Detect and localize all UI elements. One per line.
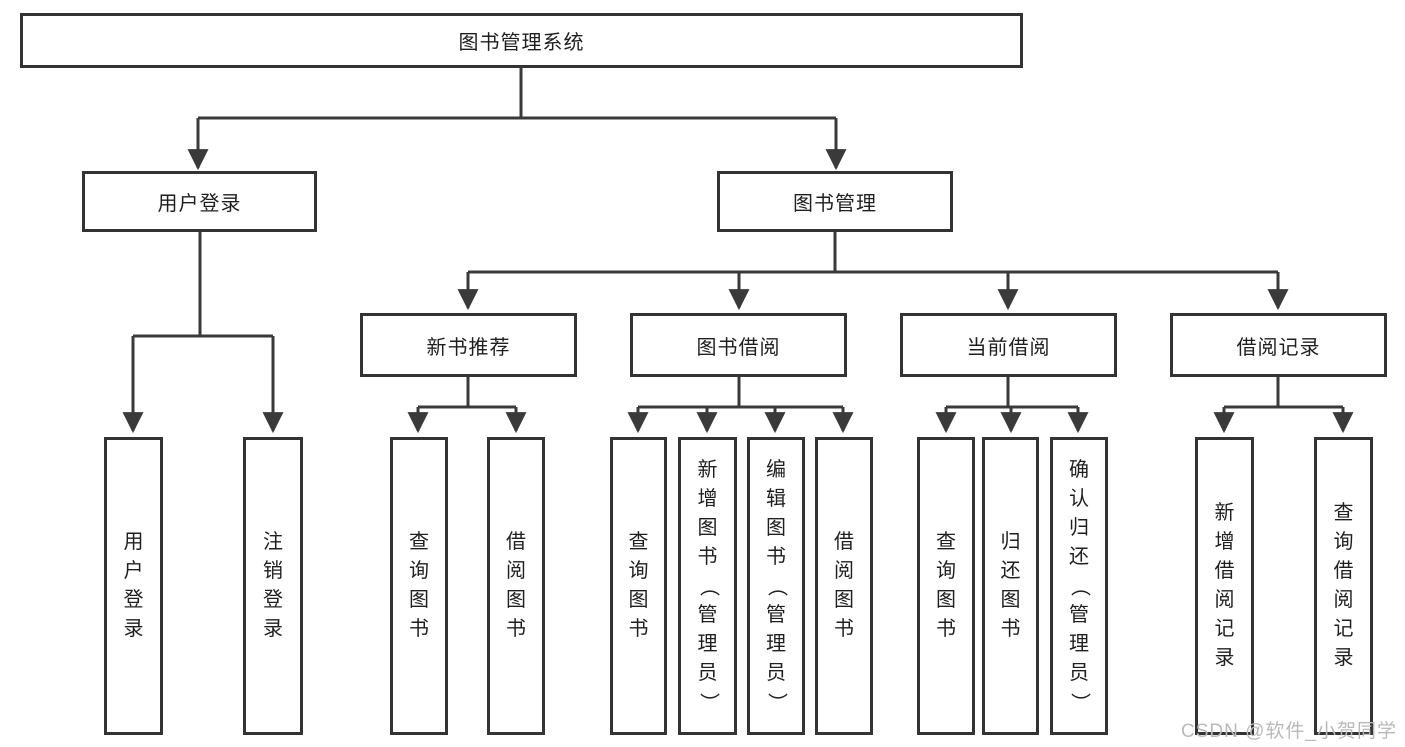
leaf-add-books-admin: 新增图书（管理员） <box>678 437 737 735</box>
node-label: 借阅图书 <box>506 531 526 640</box>
node-label: 借阅记录 <box>1236 336 1321 359</box>
node-book-management: 图书管理 <box>717 171 953 232</box>
node-label: 查询借阅记录 <box>1333 502 1354 669</box>
node-label: 借阅图书 <box>834 531 854 640</box>
node-user-login-group: 用户登录 <box>82 171 317 232</box>
node-label: 当前借阅 <box>966 336 1051 359</box>
csdn-watermark: CSDN @软件_小贺同学 <box>1181 721 1397 742</box>
node-label: 图书借阅 <box>696 336 781 359</box>
node-label: 新增图书（管理员） <box>697 458 719 713</box>
node-label: 编辑图书（管理员） <box>765 458 788 713</box>
node-root-system: 图书管理系统 <box>20 13 1023 68</box>
leaf-confirm-return-admin: 确认归还（管理员） <box>1050 437 1108 735</box>
leaf-edit-books-admin: 编辑图书（管理员） <box>747 437 805 735</box>
leaf-logout: 注销登录 <box>243 437 303 735</box>
node-label: 新书推荐 <box>426 336 511 359</box>
node-label: 查询图书 <box>409 531 429 640</box>
leaf-query-books-recommend: 查询图书 <box>390 437 448 735</box>
node-label: 查询图书 <box>936 531 956 640</box>
node-label: 归还图书 <box>1000 531 1021 640</box>
node-label: 注销登录 <box>263 531 283 640</box>
node-label: 新增借阅记录 <box>1214 502 1235 669</box>
leaf-query-borrow-record: 查询借阅记录 <box>1314 437 1373 735</box>
node-book-borrowing: 图书借阅 <box>630 313 847 377</box>
leaf-borrow-books: 借阅图书 <box>815 437 873 735</box>
leaf-user-login: 用户登录 <box>104 437 163 735</box>
node-label: 图书管理 <box>793 193 877 215</box>
node-label: 图书管理系统 <box>458 32 585 54</box>
node-new-book-recommend: 新书推荐 <box>360 313 577 377</box>
leaf-query-books-current: 查询图书 <box>917 437 975 735</box>
leaf-query-books-borrowing: 查询图书 <box>610 437 667 735</box>
node-label: 用户登录 <box>123 531 144 640</box>
node-current-borrowing: 当前借阅 <box>900 313 1117 377</box>
node-borrowing-records: 借阅记录 <box>1170 313 1387 377</box>
leaf-borrow-books-recommend: 借阅图书 <box>487 437 545 735</box>
node-label: 确认归还（管理员） <box>1068 458 1091 713</box>
node-label: 用户登录 <box>157 193 242 215</box>
node-label: 查询图书 <box>628 531 649 640</box>
leaf-add-borrow-record: 新增借阅记录 <box>1195 437 1254 735</box>
leaf-return-books: 归还图书 <box>982 437 1039 735</box>
